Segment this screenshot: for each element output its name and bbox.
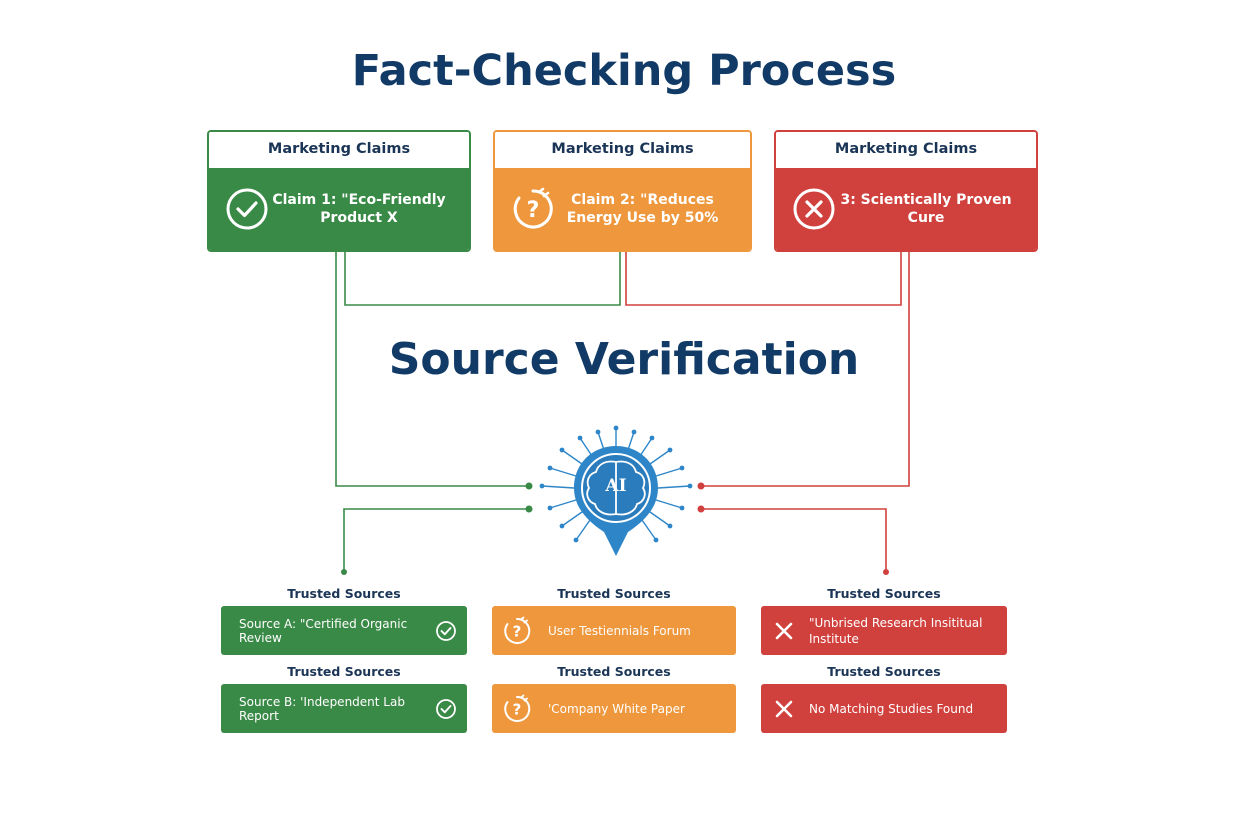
source-text: No Matching Studies Found: [809, 701, 974, 716]
ai-label: AI: [605, 476, 627, 496]
source-label: Trusted Sources: [827, 664, 941, 679]
claim-text: 3: Scientically Proven Cure: [840, 192, 1012, 226]
source-text: 'Company White Paper: [548, 701, 685, 716]
connector-dot: [525, 505, 533, 513]
svg-text:?: ?: [527, 198, 540, 223]
source-card-research-institute[interactable]: "Unbrised Research Insititual Institute: [761, 606, 1007, 655]
claim-card-body: Claim 1: "Eco-Friendly Product X: [209, 168, 469, 250]
connector-dot: [341, 569, 347, 575]
ai-brain-icon: [539, 425, 693, 556]
check-circle-icon: [436, 620, 456, 641]
connector-ai-to-red-sources: [702, 508, 887, 572]
source-label: Trusted Sources: [827, 586, 941, 601]
connector-claim2-claim3: [625, 252, 902, 306]
source-card-a[interactable]: Source A: "Certified Organic Review: [221, 606, 467, 655]
check-circle-icon: [226, 188, 268, 230]
source-label: Trusted Sources: [557, 586, 671, 601]
source-text: User Testiennials Forum: [548, 623, 691, 638]
source-card-no-studies[interactable]: No Matching Studies Found: [761, 684, 1007, 733]
check-circle-icon: [436, 698, 456, 719]
connector-dot: [697, 505, 705, 513]
question-timer-icon: ?: [513, 187, 553, 229]
source-label: Trusted Sources: [287, 586, 401, 601]
connector-claim3-to-ai: [702, 252, 910, 487]
x-circle-icon: [793, 188, 835, 230]
source-label: Trusted Sources: [287, 664, 401, 679]
source-card-forum[interactable]: ? User Testiennials Forum: [492, 606, 736, 655]
connector-ai-to-green-sources: [343, 508, 528, 572]
svg-text:?: ?: [513, 700, 522, 718]
claim-card-header: Marketing Claims: [495, 132, 750, 166]
question-timer-icon: ?: [504, 616, 531, 644]
claim-text: Claim 2: "Reduces Energy Use by 50%: [566, 192, 719, 226]
source-text: "Unbrised Research Insititual Institute: [809, 615, 983, 646]
svg-text:?: ?: [513, 622, 522, 640]
connector-claim1-to-ai: [335, 252, 528, 487]
claim-card-header: Marketing Claims: [209, 132, 469, 166]
x-icon: [775, 700, 793, 717]
connector-dot: [525, 482, 533, 490]
claim-text: Claim 1: "Eco-Friendly Product X: [272, 192, 446, 226]
connector-claim1-claim2: [344, 252, 621, 306]
claim-card-2[interactable]: Marketing Claims ? Claim 2: "Reduces Ene…: [493, 130, 752, 252]
x-icon: [775, 622, 793, 639]
page-title: Fact-Checking Process: [351, 46, 897, 96]
claim-card-1[interactable]: Marketing Claims Claim 1: "Eco-Friendly …: [207, 130, 471, 252]
section-title: Source Verification: [388, 334, 860, 385]
source-card-white-paper[interactable]: ? 'Company White Paper: [492, 684, 736, 733]
source-card-b[interactable]: Source B: 'Independent Lab Report: [221, 684, 467, 733]
claim-card-header: Marketing Claims: [776, 132, 1036, 166]
source-label: Trusted Sources: [557, 664, 671, 679]
connector-dot: [697, 482, 705, 490]
source-text: Source A: "Certified Organic Review: [239, 616, 408, 645]
claim-card-body: 3: Scientically Proven Cure: [776, 168, 1036, 250]
question-timer-icon: ?: [504, 694, 531, 722]
connector-dot: [883, 569, 889, 575]
claim-card-body: ? Claim 2: "Reduces Energy Use by 50%: [495, 168, 750, 250]
claim-card-3[interactable]: Marketing Claims 3: Scientically Proven …: [774, 130, 1038, 252]
source-text: Source B: 'Independent Lab Report: [239, 694, 405, 723]
